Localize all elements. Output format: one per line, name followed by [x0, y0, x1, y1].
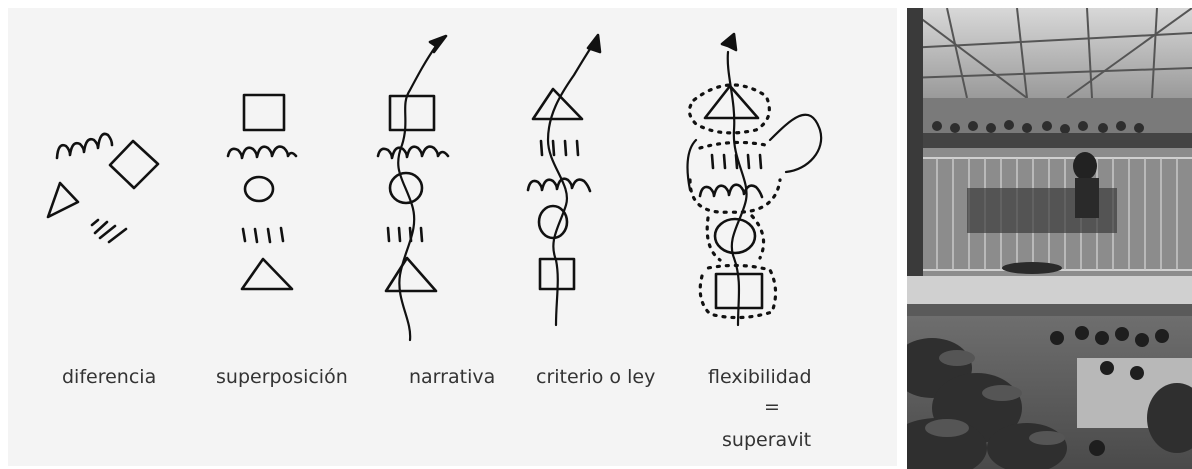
- diferencia-square-icon: [108, 139, 160, 190]
- flexibilidad-free-curve: [686, 113, 823, 192]
- criterio-circle-icon: [537, 204, 569, 240]
- superposicion-wave-icon: [226, 145, 298, 160]
- criterio-wave-icon: [526, 177, 592, 193]
- criterio-group: [526, 33, 602, 327]
- criterio-lines-icon: [539, 139, 580, 157]
- diferencia-triangle-icon: [46, 181, 80, 219]
- diferencia-lines-icon: [90, 218, 128, 244]
- sketch-drawing: [46, 32, 823, 342]
- superposicion-square-icon: [242, 93, 286, 132]
- narrativa-wave-icon: [376, 145, 450, 160]
- caption-criterio: criterio o ley: [536, 366, 656, 388]
- criterio-triangle-icon: [531, 87, 584, 121]
- sketch-panel: diferencia superposición narrativa crite…: [8, 8, 897, 466]
- narrativa-arrow-line: [397, 44, 438, 342]
- caption-superposicion: superposición: [216, 366, 348, 388]
- flexibilidad-arrowhead-icon: [720, 32, 738, 52]
- narrativa-group: [376, 34, 450, 342]
- flexibilidad-arrow-line: [726, 50, 748, 327]
- superposicion-circle-icon: [243, 175, 275, 203]
- flexibilidad-triangle-icon: [703, 84, 760, 120]
- photo-drawing: [907, 8, 1192, 469]
- narrativa-circle-icon: [388, 171, 424, 205]
- flexibilidad-square-dots: [698, 263, 778, 320]
- caption-equals: =: [764, 396, 780, 418]
- flexibilidad-circle-icon: [713, 217, 757, 255]
- flexibilidad-wave-icon: [698, 183, 764, 199]
- flexibilidad-wave-dots: [688, 178, 782, 214]
- narrativa-square-icon: [388, 94, 436, 132]
- superposicion-triangle-icon: [240, 257, 294, 291]
- caption-superavit: superavit: [722, 429, 812, 451]
- superposicion-group: [226, 93, 298, 291]
- flexibilidad-group: [686, 32, 823, 327]
- criterio-arrow-line: [546, 44, 594, 327]
- narrativa-triangle-icon: [384, 256, 438, 293]
- caption-flexibilidad: flexibilidad: [708, 366, 812, 388]
- caption-narrativa: narrativa: [409, 366, 496, 388]
- diferencia-wave-icon: [55, 132, 114, 160]
- narrativa-lines-icon: [386, 226, 424, 243]
- superposicion-lines-icon: [241, 226, 285, 244]
- caption-diferencia: diferencia: [62, 366, 157, 388]
- atrium-photo: [907, 8, 1192, 469]
- flexibilidad-triangle-dots: [687, 83, 771, 135]
- diferencia-group: [46, 132, 160, 244]
- narrativa-arrowhead-icon: [428, 34, 448, 54]
- flexibilidad-circle-dots: [705, 214, 766, 262]
- criterio-arrowhead-icon: [586, 33, 602, 54]
